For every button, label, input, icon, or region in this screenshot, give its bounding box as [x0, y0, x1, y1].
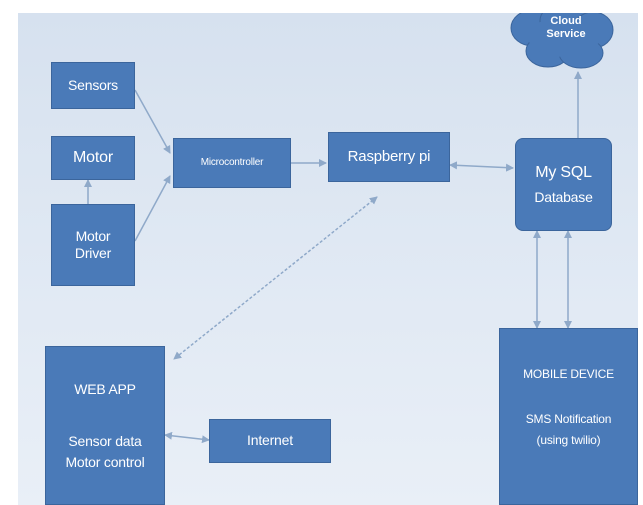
motor-driver-line2: Driver	[74, 245, 112, 261]
internet-box: Internet	[209, 419, 331, 463]
mobile-device-title: MOBILE DEVICE	[523, 367, 614, 381]
internet-label: Internet	[247, 432, 293, 449]
cloud-service-label: Cloud Service	[538, 15, 594, 41]
mobile-sms-notification: SMS Notification	[525, 412, 612, 426]
sensors-label: Sensors	[68, 76, 118, 93]
edge-sensors-microcontroller	[134, 89, 171, 154]
cloud-label-line1: Cloud	[550, 15, 582, 27]
motor-label: Motor	[73, 149, 113, 166]
web-app-box: WEB APP Sensor data Motor control	[45, 346, 165, 505]
edge-raspberry-webapp	[173, 196, 378, 360]
raspberry-pi-label: Raspberry pi	[347, 147, 431, 165]
motor-driver-line1: Motor	[75, 227, 111, 244]
cloud-label-line2: Service	[546, 28, 586, 41]
web-app-title: WEB APP	[74, 381, 136, 397]
microcontroller-box: Microcontroller	[173, 138, 291, 188]
sensors-box: Sensors	[51, 62, 135, 109]
mysql-database-box: My SQL Database	[515, 138, 612, 231]
mobile-using-twilio: (using twilio)	[536, 433, 601, 447]
diagram-canvas: Cloud Service Sensors Motor Motor Driver…	[18, 13, 638, 505]
web-app-motor-control: Motor control	[65, 454, 145, 470]
mysql-line2: Database	[534, 188, 593, 205]
web-app-sensor-data: Sensor data	[68, 432, 142, 449]
edge-motor-driver-microcontroller	[134, 175, 171, 242]
mysql-line1: My SQL	[535, 163, 592, 181]
mobile-device-box: MOBILE DEVICE SMS Notification (using tw…	[499, 328, 638, 505]
connector-layer	[84, 13, 614, 444]
raspberry-pi-box: Raspberry pi	[328, 132, 450, 182]
edge-internet-webapp	[164, 431, 210, 444]
motor-box: Motor	[51, 136, 135, 180]
edge-raspberry-mysql	[449, 161, 514, 172]
microcontroller-label: Microcontroller	[200, 156, 264, 168]
motor-driver-box: Motor Driver	[51, 204, 135, 286]
